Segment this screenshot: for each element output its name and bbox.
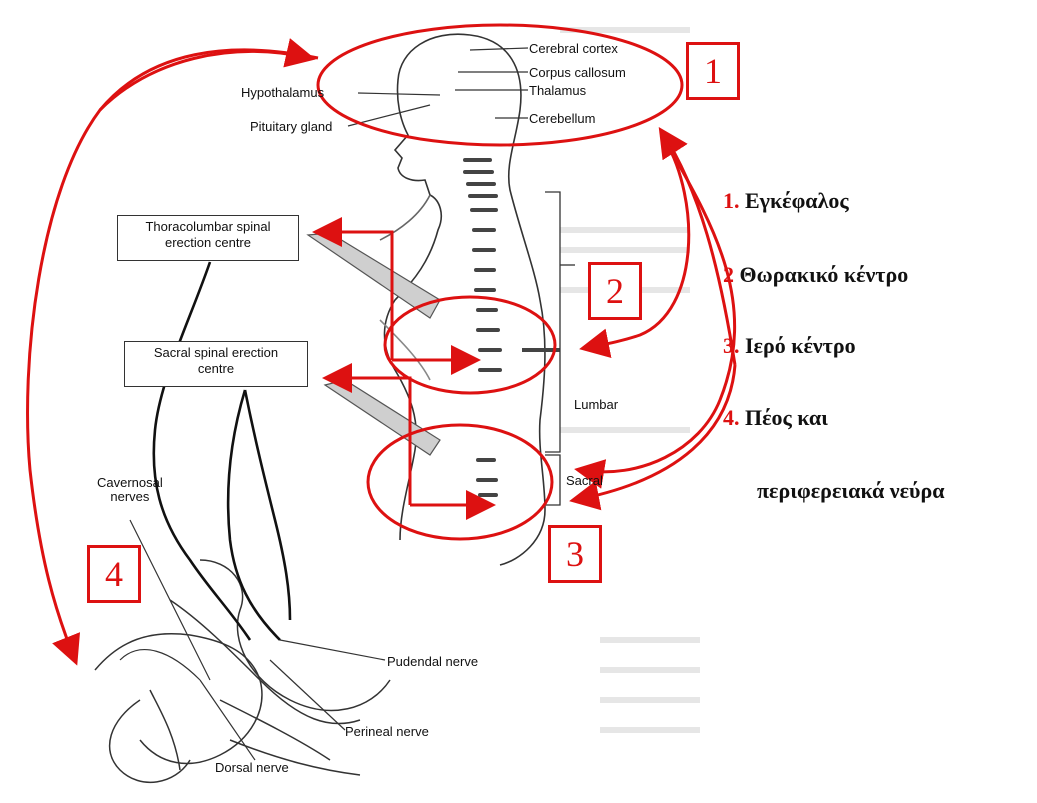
sacral-ellipse: [368, 425, 552, 539]
legend-text-5: περιφερειακά νεύρα: [757, 478, 945, 503]
label-sacral: Sacral: [566, 474, 603, 488]
label-pituitary-gland: Pituitary gland: [250, 120, 332, 134]
sacral-centre-box: Sacral spinal erection centre: [124, 341, 308, 387]
thoracolumbar-line1: Thoracolumbar spinal: [124, 219, 292, 235]
label-pudendal-nerve: Pudendal nerve: [387, 655, 478, 669]
brain-ellipse: [318, 25, 682, 145]
label-hypothalamus: Hypothalamus: [241, 86, 324, 100]
label-thalamus: Thalamus: [529, 84, 586, 98]
legend-item-3: 3. Ιερό κέντρο: [723, 333, 856, 359]
sacral-line1: Sacral spinal erection: [131, 345, 301, 361]
legend-item-4: 4. Πέος και: [723, 405, 828, 431]
thoracolumbar-line2: erection centre: [124, 235, 292, 251]
sacral-line2: centre: [131, 361, 301, 377]
brain-leader-lines: [348, 48, 528, 126]
legend-text-4: Πέος και: [745, 405, 828, 430]
legend-num-3: 3.: [723, 333, 740, 358]
marker-2: 2: [588, 262, 642, 320]
label-cavernosal-line1: Cavernosal: [97, 476, 163, 490]
legend-text-1: Εγκέφαλος: [745, 188, 849, 213]
legend-num-1: 1.: [723, 188, 740, 213]
label-corpus-callosum: Corpus callosum: [529, 66, 626, 80]
marker-4: 4: [87, 545, 141, 603]
connector-shafts: [308, 233, 440, 455]
label-dorsal-nerve: Dorsal nerve: [215, 761, 289, 775]
legend-item-2: 2 Θωρακικό κέντρο: [723, 262, 908, 288]
legend-item-1: 1. Εγκέφαλος: [723, 188, 849, 214]
label-perineal-nerve: Perineal nerve: [345, 725, 429, 739]
label-cavernosal-nerves: Cavernosal nerves: [97, 476, 163, 504]
marker-3: 3: [548, 525, 602, 583]
legend-item-5: περιφερειακά νεύρα: [757, 478, 945, 504]
nerve-pathways: [154, 262, 290, 640]
legend-num-4: 4.: [723, 405, 740, 430]
label-cerebellum: Cerebellum: [529, 112, 595, 126]
label-lumbar: Lumbar: [574, 398, 618, 412]
label-cavernosal-line2: nerves: [97, 490, 163, 504]
legend-num-2: 2: [723, 262, 734, 287]
spine: [465, 160, 500, 495]
marker-1: 1: [686, 42, 740, 100]
faint-background-text: [560, 30, 700, 730]
thoracolumbar-centre-box: Thoracolumbar spinal erection centre: [117, 215, 299, 261]
legend-text-3: Ιερό κέντρο: [745, 333, 856, 358]
legend-text-2: Θωρακικό κέντρο: [740, 262, 909, 287]
label-cerebral-cortex: Cerebral cortex: [529, 42, 618, 56]
